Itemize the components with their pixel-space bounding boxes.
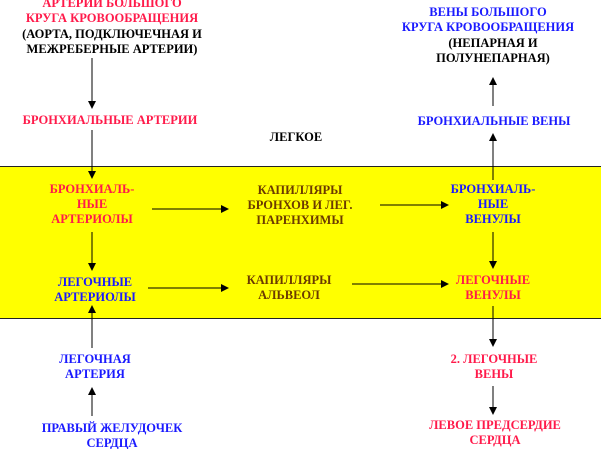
right-ventricle-label: ПРАВЫЙ ЖЕЛУДОЧЕК СЕРДЦА: [41, 421, 183, 449]
bronchial-venules-label: БРОНХИАЛЬ- НЫЕ ВЕНУЛЫ: [450, 182, 536, 226]
lung-region: [0, 166, 601, 319]
systemic-veins-note: (НЕПАРНАЯ И ПОЛУНЕПАРНАЯ): [436, 36, 550, 65]
systemic-veins-label: ВЕНЫ БОЛЬШОГО КРУГА КРОВООБРАЩЕНИЯ: [401, 5, 575, 34]
systemic-arteries-note: (АОРТА, ПОДКЛЮЧЕЧНАЯ И МЕЖРЕБЕРНЫЕ АРТЕР…: [22, 27, 202, 56]
pulmonary-veins-label: 2. ЛЕГОЧНЫЕ ВЕНЫ: [450, 352, 538, 381]
systemic-arteries-label: АРТЕРИИ БОЛЬШОГО КРУГА КРОВООБРАЩЕНИЯ: [25, 0, 199, 25]
bronchial-arterioles-label: БРОНХИАЛЬ- НЫЕ АРТЕРИОЛЫ: [49, 182, 135, 226]
lung-label: ЛЕГКОЕ: [269, 130, 323, 144]
bronchial-veins-label: БРОНХИАЛЬНЫЕ ВЕНЫ: [417, 114, 571, 128]
bronchial-capillaries-label: КАПИЛЛЯРЫ БРОНХОВ И ЛЕГ. ПАРЕНХИМЫ: [247, 183, 353, 227]
bronchial-arteries-label: БРОНХИАЛЬНЫЕ АРТЕРИИ: [22, 113, 198, 127]
pulmonary-arterioles-label: ЛЕГОЧНЫЕ АРТЕРИОЛЫ: [54, 275, 136, 304]
alveolar-capillaries-label: КАПИЛЛЯРЫ АЛЬВЕОЛ: [246, 273, 332, 302]
pulmonary-artery-label: ЛЕГОЧНАЯ АРТЕРИЯ: [59, 352, 131, 381]
left-atrium-label: ЛЕВОЕ ПРЕДСЕРДИЕ СЕРДЦА: [429, 418, 561, 447]
pulmonary-venules-label: ЛЕГОЧНЫЕ ВЕНУЛЫ: [455, 273, 531, 302]
